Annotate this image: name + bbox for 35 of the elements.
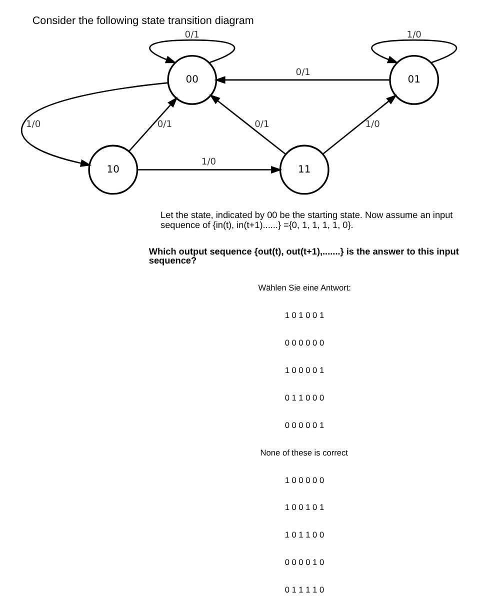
label: 1 0 0 1 0 1 xyxy=(284,502,324,512)
edge-label: 1/0 xyxy=(201,158,216,168)
arrow xyxy=(322,94,398,154)
edge-label: 0/1 xyxy=(296,68,310,78)
edge-label: 1/0 xyxy=(406,30,422,40)
node-circle: 01 xyxy=(389,55,440,105)
edge-label: 1/0 xyxy=(26,120,41,130)
label: 0 0 0 0 0 1 xyxy=(284,420,324,430)
label: 1 0 1 0 0 1 xyxy=(284,310,324,320)
label: 1 0 0 0 0 0 xyxy=(284,474,324,485)
arrow xyxy=(371,39,457,64)
arrow xyxy=(21,82,168,167)
label: 0 1 1 1 1 0 xyxy=(284,584,324,594)
label: 0 0 0 0 1 0 xyxy=(284,557,324,568)
edge-label: 0/1 xyxy=(157,120,172,130)
node-circle: 10 xyxy=(88,144,138,195)
edge-label: 0/1 xyxy=(254,120,270,130)
label: Let the state, indicated by 00 be the starting state. Now assume an input sequence of {in(t), in(t+1)......} ={0, 1, 1, 1, 1, 0}. xyxy=(160,210,453,230)
label: Which output sequence {out(t), out(t+1),.......} is the answer to this input sequence? xyxy=(148,246,459,266)
edge-label: 0/1 xyxy=(184,30,200,40)
label: 1 0 1 1 0 0 xyxy=(284,530,324,540)
arrow xyxy=(149,39,235,64)
diagram-title: Consider the following state transition diagram xyxy=(32,14,254,27)
edge-label: 1/0 xyxy=(365,120,380,130)
arrow xyxy=(137,166,282,174)
label: None of these is correct xyxy=(260,447,348,458)
label: 0 0 0 0 0 0 xyxy=(284,338,324,348)
label: 0 1 1 0 0 0 xyxy=(284,392,324,402)
node-circle: 11 xyxy=(279,144,330,195)
arrow xyxy=(128,96,178,152)
label: Wählen Sie eine Antwort: xyxy=(258,282,351,293)
arrow xyxy=(214,76,390,84)
label: 1 0 0 0 0 1 xyxy=(284,365,324,376)
arrow xyxy=(209,94,286,155)
node-circle: 00 xyxy=(167,55,218,105)
